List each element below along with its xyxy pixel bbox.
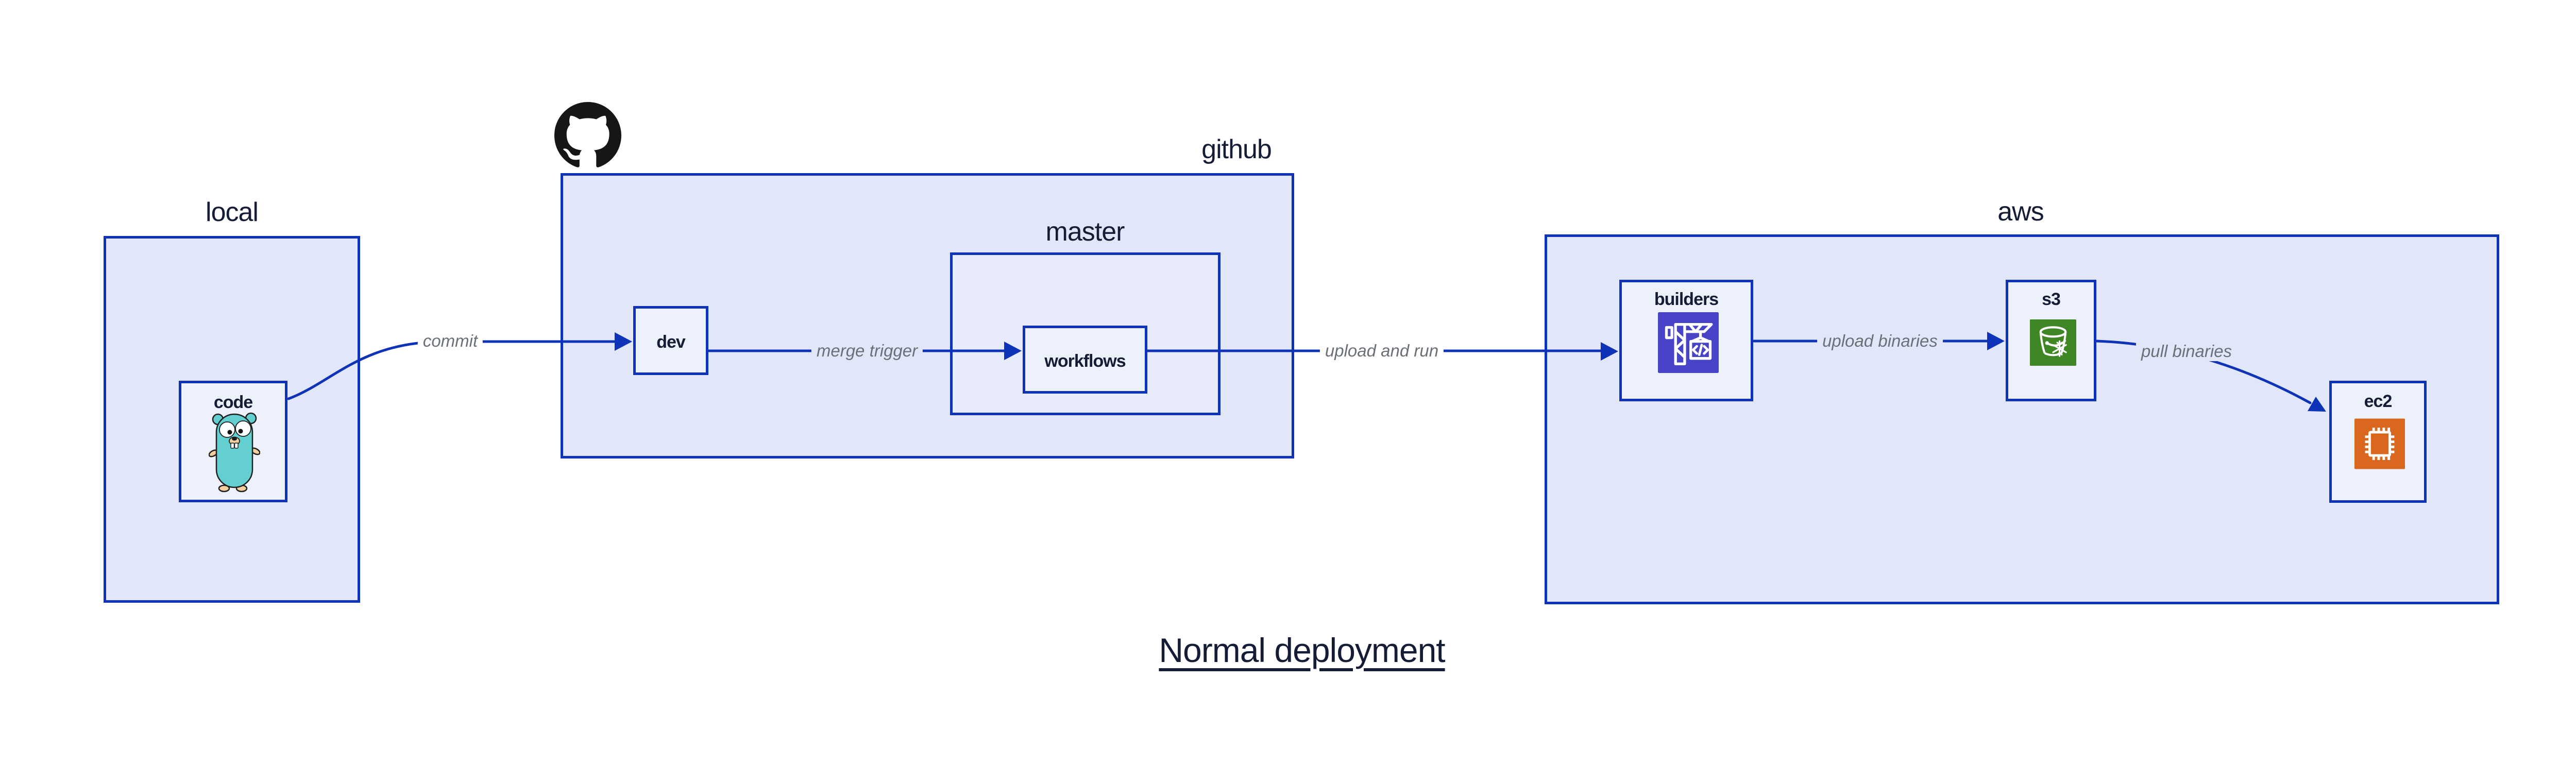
builders-node: builders [1619, 280, 1753, 401]
merge-trigger-edge-label: merge trigger [811, 341, 923, 361]
ec2-node: ec2 [2329, 381, 2427, 503]
ec2-node-label: ec2 [2364, 392, 2393, 411]
pull-binaries-edge-label: pull binaries [2136, 342, 2238, 361]
s3-node: s3 [2006, 280, 2096, 401]
s3-node-label: s3 [2042, 290, 2061, 309]
upload-binaries-edge-label: upload binaries [1817, 331, 1943, 351]
upload-and-run-edge-label: upload and run [1319, 341, 1444, 361]
codebuild-crane-icon [1658, 312, 1719, 373]
cpu-chip-icon [2354, 418, 2405, 469]
aws-title: aws [1997, 197, 2044, 227]
master-title: master [1045, 217, 1125, 247]
dev-node-label: dev [656, 332, 686, 352]
commit-edge-label: commit [417, 331, 483, 351]
workflows-node-label: workflows [1044, 351, 1126, 371]
github-octocat-icon [554, 102, 621, 167]
go-gopher-icon [209, 412, 260, 493]
diagram-title: Normal deployment [1159, 631, 1445, 669]
builders-node-label: builders [1654, 290, 1719, 309]
code-node: code [179, 381, 287, 502]
s3-bucket-snowflake-icon [2030, 319, 2076, 366]
workflows-node: workflows [1023, 326, 1147, 394]
github-title: github [1201, 134, 1272, 164]
code-node-label: code [213, 393, 253, 412]
local-title: local [206, 197, 259, 227]
dev-node: dev [633, 306, 708, 375]
